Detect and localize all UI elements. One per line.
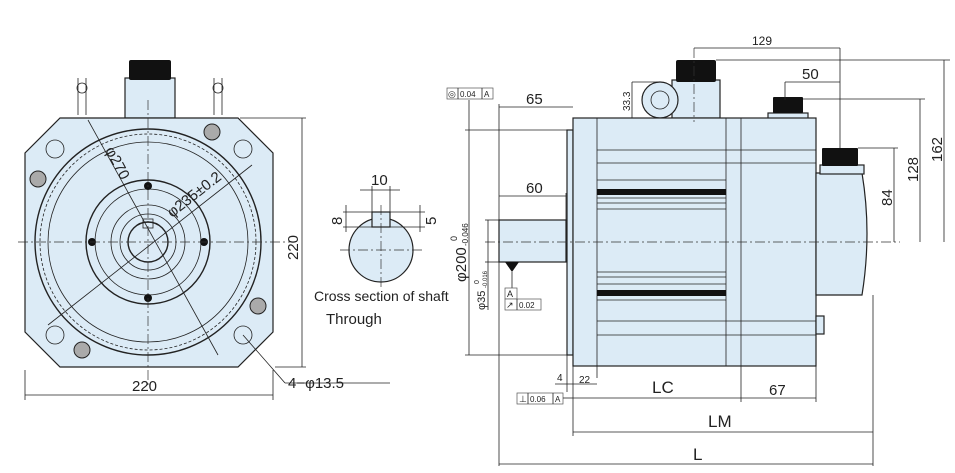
dim-162: 162 [929,137,946,162]
dim-65: 65 [526,91,543,108]
dim-shaft-tol-upper: 0 [474,280,481,284]
front-connectors [76,60,224,119]
tol-perpendicular-value: 0.06 [530,395,546,404]
dim-67: 67 [769,382,786,399]
dim-L: L [693,445,702,464]
dim-shaft-dia-value: φ35 [476,291,488,310]
dim-33-3: 33.3 [622,91,633,111]
dim-4: 4 [557,373,563,384]
flange-plate [566,129,574,356]
datum-a-label: A [507,289,513,299]
shaft [498,219,567,263]
concentricity-icon: ◎ [448,89,456,99]
tol-concentricity-datum: A [484,90,490,99]
dim-shaft-diameter: φ35 0 -0.016 [474,270,489,310]
dim-mount-holes: 4−φ13.5 [288,375,344,392]
dim-key-width: 10 [371,172,388,189]
eye-bolt [641,81,679,119]
dimension-lines [465,47,950,466]
tol-runout-value: 0.02 [519,301,535,310]
dim-flange-dia-value: φ200 [453,247,470,282]
side-view: 129 50 162 128 84 65 60 33.3 φ200 0 -0.0… [446,34,950,466]
front-flange-plate [24,117,274,368]
dim-front-width: 220 [132,378,157,395]
dim-129: 129 [752,34,772,48]
top-power-connector [671,60,721,119]
perpendicular-icon: ⊥ [519,394,527,404]
dim-shaft-tol-lower: -0.016 [483,270,489,288]
runout-icon: ↗ [506,300,514,310]
dim-128: 128 [905,157,922,182]
body-fins [597,149,816,336]
dim-60: 60 [526,180,543,197]
tol-concentricity-value: 0.04 [460,90,476,99]
tol-runout-frame: A ↗ 0.02 [504,287,542,311]
tol-concentricity-frame: ◎ 0.04 A [446,87,494,100]
section-note: Through [326,311,382,328]
front-view: 220 220 φ270 φ235±0.2 4−φ13.5 [18,60,390,400]
dim-flange-tol-lower: -0.046 [461,223,470,246]
dim-flange-tol-upper: 0 [449,236,459,241]
dim-flange-diameter: φ200 0 -0.046 [449,223,470,282]
dim-22: 22 [579,375,591,386]
dim-key-depth-right: 5 [423,217,440,225]
dim-front-height: 220 [285,235,302,260]
dim-LM: LM [708,412,732,431]
tol-perpendicular-datum: A [555,395,561,404]
dim-84: 84 [879,189,896,206]
section-title: Cross section of shaft [314,288,449,304]
brake-connector [767,97,809,120]
dim-key-depth-left: 8 [329,217,346,225]
shaft-cross-section: 10 8 5 Cross section of shaft Through [314,172,449,328]
mount-holes [29,123,267,359]
dim-50: 50 [802,66,819,83]
dim-LC: LC [652,378,674,397]
encoder-housing [815,148,868,335]
tol-perpendicular-frame: ⊥ 0.06 A [516,392,573,405]
